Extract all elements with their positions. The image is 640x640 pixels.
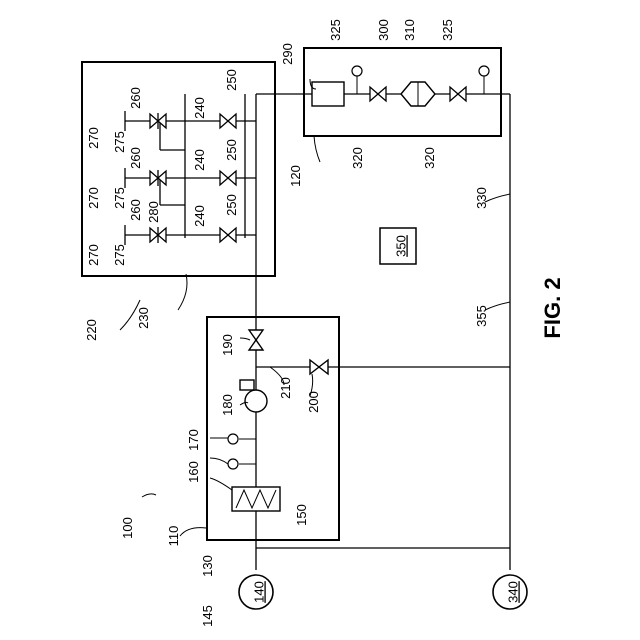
label-320a: 320: [350, 147, 365, 169]
label-270c: 270: [86, 244, 101, 266]
label-240a: 240: [192, 97, 207, 119]
sensor-325b: [479, 66, 489, 76]
label-355: 355: [474, 305, 489, 327]
label-190: 190: [220, 334, 235, 356]
label-160: 160: [186, 461, 201, 483]
label-100: 100: [120, 517, 135, 539]
label-200: 200: [306, 391, 321, 413]
label-260b: 260: [128, 147, 143, 169]
label-180: 180: [220, 394, 235, 416]
label-280: 280: [146, 201, 161, 223]
node-140-label: 140: [251, 581, 266, 603]
label-250a: 250: [224, 69, 239, 91]
label-300: 300: [376, 19, 391, 41]
label-240c: 240: [192, 205, 207, 227]
label-275c: 275: [112, 244, 127, 266]
label-270b: 270: [86, 187, 101, 209]
label-120: 120: [288, 165, 303, 187]
label-110: 110: [166, 526, 181, 547]
sensor-325a: [352, 66, 362, 76]
label-250c: 250: [224, 194, 239, 216]
label-250b: 250: [224, 139, 239, 161]
label-290: 290: [280, 43, 295, 65]
sensor-170: [228, 434, 238, 444]
label-275a: 275: [112, 131, 127, 153]
component-290: [312, 82, 344, 106]
sensor-160: [228, 459, 238, 469]
label-230: 230: [136, 307, 151, 329]
label-220: 220: [84, 319, 99, 341]
label-170: 170: [186, 429, 201, 451]
label-145: 145: [200, 605, 215, 627]
label-330: 330: [474, 187, 489, 209]
label-325a: 325: [328, 19, 343, 41]
label-260c: 260: [128, 199, 143, 221]
label-350: 350: [393, 235, 408, 257]
label-130: 130: [200, 555, 215, 577]
label-150: 150: [294, 504, 309, 526]
label-210: 210: [278, 377, 293, 399]
label-320b: 320: [422, 147, 437, 169]
figure-caption: FIG. 2: [540, 277, 565, 338]
label-240b: 240: [192, 149, 207, 171]
module-box-220: [82, 62, 275, 276]
label-310: 310: [402, 19, 417, 41]
label-275b: 275: [112, 187, 127, 209]
node-340-label: 340: [505, 581, 520, 603]
label-260a: 260: [128, 87, 143, 109]
label-270a: 270: [86, 127, 101, 149]
label-325b: 325: [440, 19, 455, 41]
